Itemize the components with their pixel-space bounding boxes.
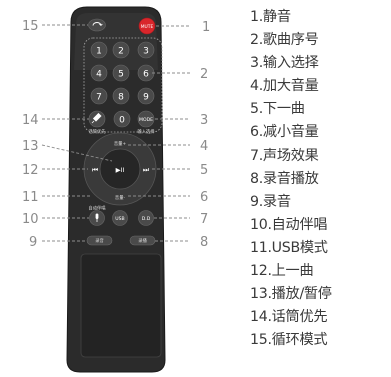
callout-10: 10 [22,212,39,227]
svg-text:2: 2 [118,47,124,57]
legend-item-10: 10.自动伴唱 [250,216,328,233]
legend-item-5: 5.下一曲 [250,101,305,118]
function-legend: 1.静音 2.歌曲序号 3.输入选择 4.加大音量 5.下一曲 6.减小音量 7… [250,6,390,352]
callout-3: 3 [200,113,208,128]
callout-lines-right [128,25,190,242]
legend-item-2: 2.歌曲序号 [250,32,319,49]
next-track-icon: ⏭ [143,166,150,174]
callout-2: 2 [200,67,208,82]
svg-text:0: 0 [119,116,125,126]
svg-text:话筒优先: 话筒优先 [88,128,106,135]
number-key-3: 3 [137,41,155,59]
callout-6: 6 [200,190,208,205]
legend-item-6: 6.减小音量 [250,124,319,141]
number-keys-outline [83,37,163,133]
callout-11: 11 [22,190,39,205]
touchpad-panel [80,253,162,358]
legend-item-3: 3.输入选择 [250,55,319,72]
svg-text:3: 3 [143,47,149,57]
callout-13: 13 [22,139,39,154]
svg-text:D.D: D.D [142,216,151,222]
vol-up-caption: 音量+ [114,140,127,147]
callout-14: 14 [22,113,39,128]
number-key-2: 2 [112,41,130,59]
mute-key: MUTE [138,17,156,35]
mute-key-label: MUTE [141,24,154,30]
callout-1: 1 [202,20,210,35]
callout-lines-left [41,24,113,242]
svg-text:7: 7 [96,93,102,103]
legend-item-13: 13.播放/暂停 [250,286,332,303]
svg-text:8: 8 [118,93,124,103]
number-key-0: 0 [113,110,131,128]
svg-text:1: 1 [96,47,102,57]
svg-text:USB: USB [115,216,124,222]
legend-item-15: 15.循环模式 [250,332,328,349]
svg-text:MODE: MODE [139,117,153,123]
callout-15: 15 [22,19,39,34]
callout-5: 5 [200,163,208,178]
svg-text:6: 6 [143,70,149,80]
legend-item-11: 11.USB模式 [250,239,328,256]
svg-text:录播: 录播 [138,237,147,244]
mic-priority-key: 话筒优先 [88,110,106,135]
prev-track-icon: ⏮ [92,166,98,174]
number-key-6: 6 [137,64,155,82]
svg-text:输入选择: 输入选择 [137,128,155,135]
svg-text:录音: 录音 [95,237,104,244]
callout-9: 9 [29,235,37,250]
number-key-5: 5 [112,64,130,82]
play-pause-icon: ▶II [116,166,125,174]
legend-item-9: 9.录音 [250,193,291,210]
usb-key: USB [112,210,128,226]
number-key-8: 8 [112,87,130,105]
legend-item-4: 4.加大音量 [250,78,319,95]
svg-text:9: 9 [143,93,149,103]
mic-small-icon [95,213,99,219]
legend-item-8: 8.录音播放 [250,170,319,187]
svg-text:5: 5 [118,70,124,80]
callout-7: 7 [200,212,208,227]
legend-item-7: 7.声场效果 [250,147,319,164]
record-play-key: 录播 [129,235,156,246]
mic-icon [91,112,102,124]
number-key-4: 4 [90,64,108,82]
mode-key: MODE 输入选择 [137,110,155,135]
legend-item-14: 14.话筒优先 [250,309,328,326]
callout-8: 8 [200,235,208,250]
number-key-9: 9 [137,87,155,105]
vol-down-caption: 音量- [115,194,126,201]
number-key-7: 7 [90,87,108,105]
legend-item-12: 12.上一曲 [250,263,314,280]
legend-item-1: 1.静音 [250,9,291,25]
loop-mode-key [88,18,106,32]
svg-text:4: 4 [96,70,102,80]
callout-4: 4 [200,139,208,154]
nav-ring: 音量+ 音量- ⏮ ⏭ ▶II [83,132,157,206]
sound-effect-key: D.D [138,210,154,226]
auto-accompany-caption: 自动伴唱 [88,205,105,212]
auto-accompany-key [89,210,105,226]
callout-12: 12 [22,163,39,178]
record-key: 录音 [86,235,113,246]
number-key-1: 1 [90,41,108,59]
